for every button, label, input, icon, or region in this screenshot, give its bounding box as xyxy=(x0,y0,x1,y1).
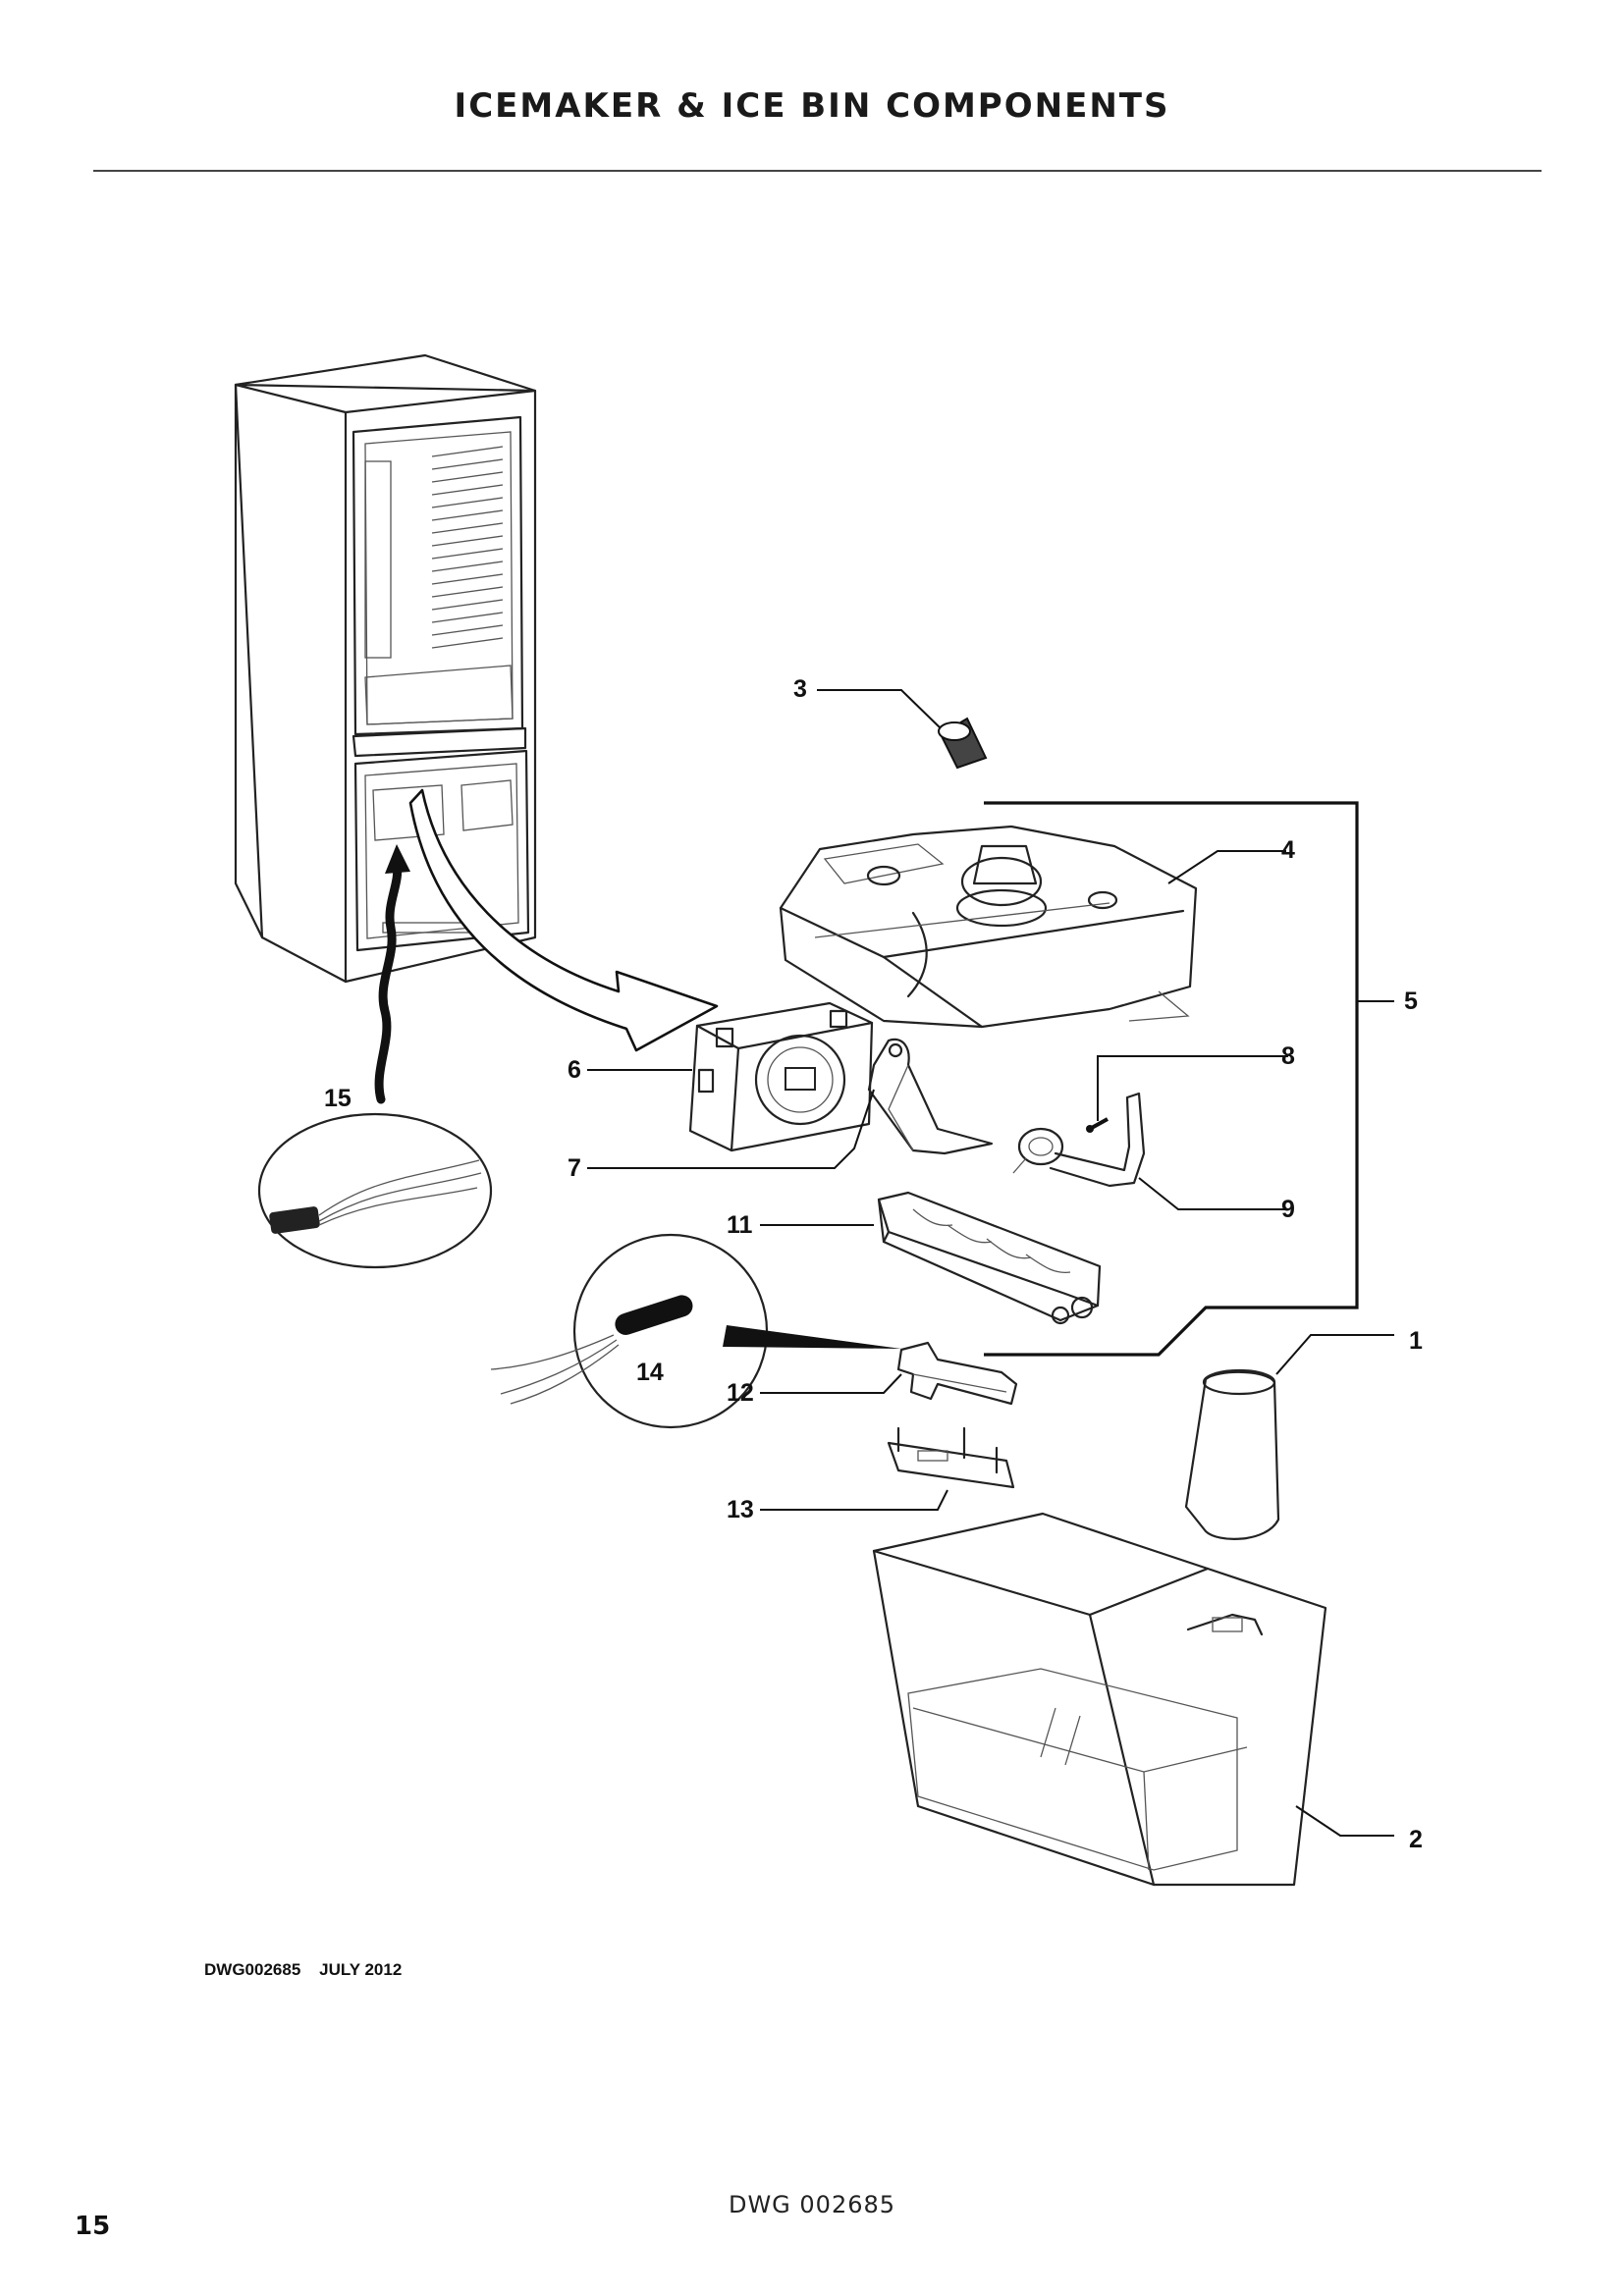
callout-2: 2 xyxy=(1409,1826,1423,1853)
callout-1: 1 xyxy=(1409,1327,1423,1355)
callout-12: 12 xyxy=(727,1379,754,1407)
ice-chute-cover xyxy=(1184,1368,1280,1540)
assembly-bracket xyxy=(984,801,1359,1357)
callout-5: 5 xyxy=(1404,988,1418,1015)
title-rule xyxy=(93,170,1542,172)
thermistor-sensor xyxy=(490,1233,901,1429)
callout-7: 7 xyxy=(568,1154,581,1182)
callout-labels: 1 2 3 4 5 6 7 8 9 11 12 13 14 15 xyxy=(324,675,1423,1853)
ice-bin xyxy=(872,1512,1327,1887)
callout-15: 15 xyxy=(324,1085,352,1112)
mounting-bracket xyxy=(887,1426,1015,1489)
screw xyxy=(1086,1117,1109,1133)
callout-13: 13 xyxy=(727,1496,754,1523)
ejector-arm xyxy=(867,1038,994,1155)
drawing-code: DWG002685 JULY 2012 xyxy=(204,1960,403,1979)
refrigerator-cabinet xyxy=(234,353,537,984)
leader-lines xyxy=(587,689,1394,1837)
callout-6: 6 xyxy=(568,1056,581,1084)
callout-4: 4 xyxy=(1281,836,1295,864)
callout-8: 8 xyxy=(1281,1042,1295,1070)
callout-11: 11 xyxy=(727,1211,753,1239)
wiring-harness xyxy=(257,1112,493,1269)
callout-14: 14 xyxy=(636,1359,664,1386)
control-module xyxy=(688,1001,874,1152)
page-number: 15 xyxy=(75,2212,111,2241)
callout-3: 3 xyxy=(793,675,807,703)
location-arrow xyxy=(408,788,719,1052)
page-title: ICEMAKER & ICE BIN COMPONENTS xyxy=(454,86,1170,126)
footer-drawing-reference: DWG 002685 xyxy=(728,2191,896,2218)
cap xyxy=(938,717,988,770)
sensor-clip xyxy=(896,1341,1018,1406)
ice-mold-tray xyxy=(877,1191,1102,1325)
bail-arm xyxy=(1012,1092,1146,1188)
callout-9: 9 xyxy=(1281,1196,1295,1223)
wiring-harness-arrow xyxy=(374,844,410,1104)
icemaker-housing xyxy=(779,825,1198,1029)
